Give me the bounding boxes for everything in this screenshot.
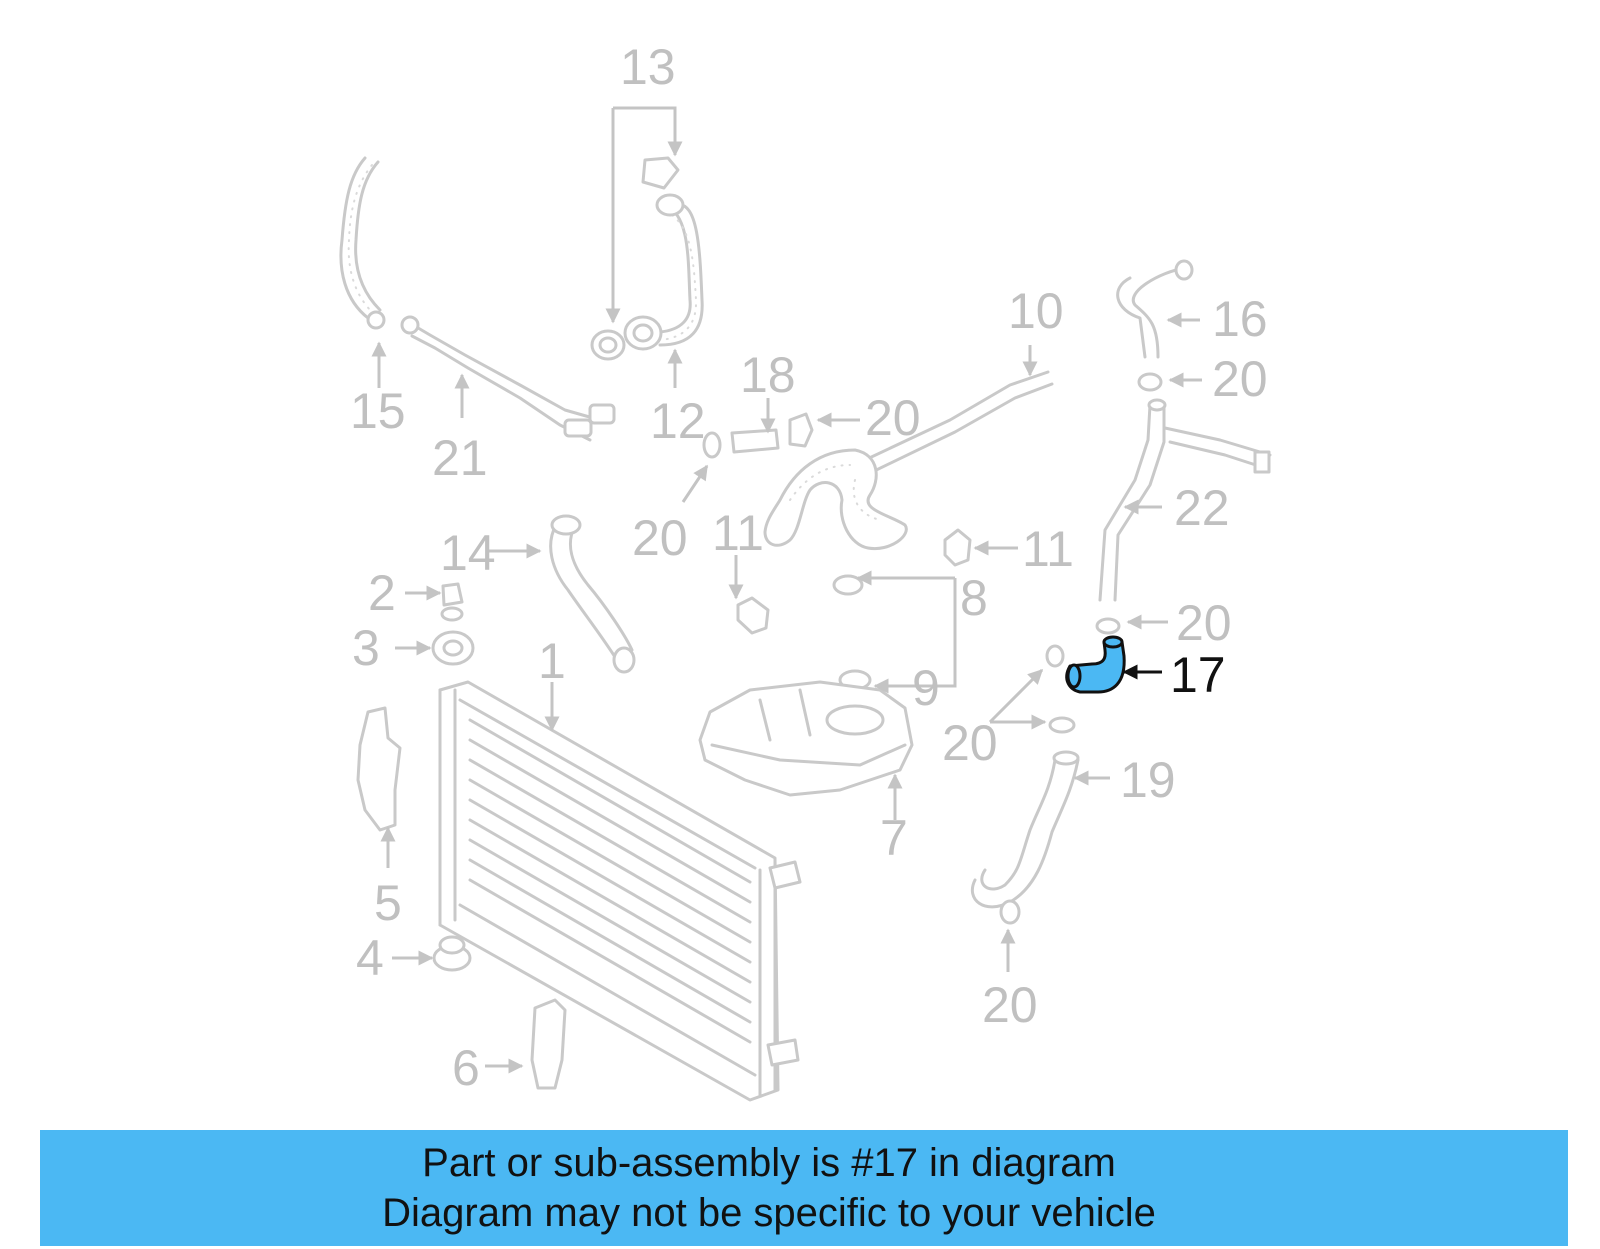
callout-1: 1 xyxy=(538,633,566,689)
part-11-clamp-lower[interactable] xyxy=(736,596,770,635)
callout-10: 10 xyxy=(1008,283,1064,339)
callout-17: 17 xyxy=(1170,647,1226,703)
part-10-hose[interactable] xyxy=(763,370,1054,551)
part-1-radiator[interactable] xyxy=(438,680,802,1102)
callout-labels: 13 15 21 12 18 20 20 11 10 11 8 9 7 14 2… xyxy=(350,39,1268,1096)
part-20-clamp-22[interactable] xyxy=(1095,617,1121,635)
callout-13: 13 xyxy=(620,39,676,95)
callout-15: 15 xyxy=(350,383,406,439)
callout-14: 14 xyxy=(440,525,496,581)
part-20-clamp-18[interactable] xyxy=(788,412,814,448)
callout-11-a: 11 xyxy=(712,505,764,561)
part-15-hose[interactable] xyxy=(339,156,386,330)
callout-20-d: 20 xyxy=(1176,595,1232,651)
part-21-pipe[interactable] xyxy=(400,315,616,442)
part-20-clamp-16[interactable] xyxy=(1137,372,1163,392)
part-16-hose[interactable] xyxy=(1116,259,1194,359)
callout-18: 18 xyxy=(740,347,796,403)
parts-diagram: 13 15 21 12 18 20 20 11 10 11 8 9 7 14 2… xyxy=(339,39,1272,1102)
part-7-reservoir[interactable] xyxy=(698,680,914,797)
callout-20-a: 20 xyxy=(865,390,921,446)
callout-21: 21 xyxy=(432,430,488,486)
callout-7: 7 xyxy=(880,810,908,866)
callout-12: 12 xyxy=(650,393,706,449)
part-3-cap[interactable] xyxy=(431,630,475,666)
callout-5: 5 xyxy=(374,875,402,931)
part-6-bracket[interactable] xyxy=(530,998,567,1090)
part-13-clamp-top[interactable] xyxy=(641,156,680,190)
callout-11-b: 11 xyxy=(1022,521,1074,577)
part-2-cap[interactable] xyxy=(440,582,464,622)
callout-4: 4 xyxy=(356,930,384,986)
part-20-clamp-17b[interactable] xyxy=(1048,716,1076,734)
part-19-hose[interactable] xyxy=(971,750,1080,909)
part-17-elbow-hose[interactable] xyxy=(1065,635,1126,694)
info-banner: Part or sub-assembly is #17 in diagram D… xyxy=(40,1130,1568,1246)
part-5-bracket[interactable] xyxy=(356,706,402,832)
callout-8: 8 xyxy=(960,570,988,626)
part-8-cap[interactable] xyxy=(832,574,864,596)
callout-20-e: 20 xyxy=(942,715,998,771)
part-12-hose[interactable] xyxy=(623,193,704,351)
callout-22: 22 xyxy=(1174,480,1230,536)
part-11-clamp[interactable] xyxy=(943,528,972,567)
callout-20-b: 20 xyxy=(632,510,688,566)
callout-9: 9 xyxy=(912,660,940,716)
part-4-cap[interactable] xyxy=(432,935,472,972)
part-14-hose[interactable] xyxy=(549,514,636,674)
part-20-clamp-left[interactable] xyxy=(702,431,722,459)
part-22-pipe[interactable] xyxy=(1098,398,1272,602)
callout-2: 2 xyxy=(368,565,396,621)
part-13-clamp-bottom[interactable] xyxy=(590,329,626,361)
callout-20-c: 20 xyxy=(1212,351,1268,407)
part-20-clamp-17a[interactable] xyxy=(1045,644,1065,668)
callout-20-f: 20 xyxy=(982,977,1038,1033)
callout-6: 6 xyxy=(452,1040,480,1096)
callout-19: 19 xyxy=(1120,752,1176,808)
leader-lines xyxy=(371,106,1202,1074)
part-20-clamp-19[interactable] xyxy=(999,899,1021,925)
callout-16: 16 xyxy=(1212,291,1268,347)
banner-line-1: Part or sub-assembly is #17 in diagram xyxy=(422,1141,1116,1185)
callout-3: 3 xyxy=(352,620,380,676)
banner-line-2: Diagram may not be specific to your vehi… xyxy=(382,1191,1156,1235)
part-18-hose[interactable] xyxy=(730,428,780,454)
